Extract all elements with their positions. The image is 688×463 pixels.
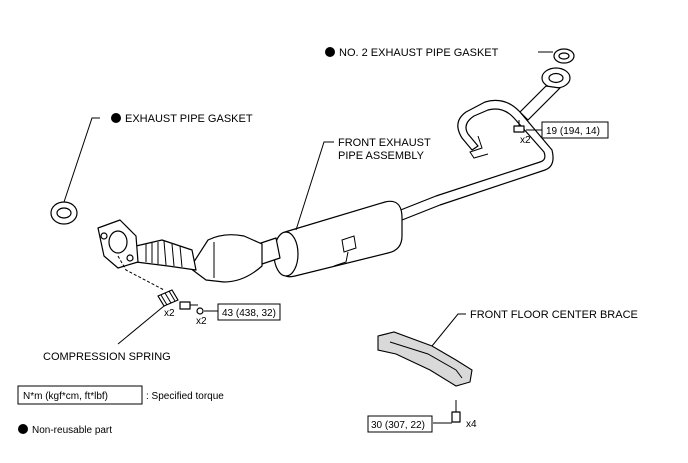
- rear-flange-hole: [548, 72, 564, 84]
- front-flange-hole: [108, 230, 128, 254]
- exhaust-pipe-gasket: [50, 201, 78, 225]
- compression-spring: [157, 289, 179, 307]
- leader-front-pipe: [295, 141, 334, 231]
- rear-hanger-bracket: [469, 135, 489, 159]
- label-front-floor-center-brace: FRONT FLOOR CENTER BRACE: [470, 309, 638, 321]
- label-no2-exhaust-pipe-gasket: NO. 2 EXHAUST PIPE GASKET: [339, 47, 499, 59]
- muffler-hanger: [333, 235, 357, 267]
- rear-flange-bolt: [513, 120, 525, 133]
- qty-spring-bolts: x2: [196, 316, 207, 327]
- front-floor-center-brace: [377, 331, 473, 387]
- no2-exhaust-pipe-gasket: [553, 48, 575, 64]
- legend-torque-unit: N*m (kgf*cm, ft*lbf): [23, 391, 108, 402]
- torque-box-spring: [217, 303, 281, 321]
- qty-brace-bolts: x4: [466, 419, 477, 430]
- torque-spring-bolts: 43 (438, 32): [222, 308, 276, 319]
- label-front-exhaust-pipe-2: PIPE ASSEMBLY: [338, 150, 425, 162]
- legend-torque-box: [17, 385, 143, 405]
- label-exhaust-pipe-gasket: EXHAUST PIPE GASKET: [125, 113, 253, 125]
- legend-torque-desc: : Specified torque: [146, 391, 224, 402]
- torque-box-rear: [541, 121, 609, 139]
- label-front-exhaust-pipe-1: FRONT EXHAUST: [338, 137, 431, 149]
- qty-rear-bolts: x2: [520, 135, 531, 146]
- catalytic-converter: [189, 234, 263, 283]
- qty-spring: x2: [164, 308, 175, 319]
- torque-box-brace: [367, 415, 433, 433]
- brace-bolt: [451, 400, 461, 423]
- label-compression-spring: COMPRESSION SPRING: [43, 351, 171, 363]
- leader-compression-spring: [117, 305, 165, 345]
- spring-bolt: [179, 301, 204, 315]
- legend-nonreusable: Non-reusable part: [32, 425, 112, 436]
- legend-nonreusable-dot: [18, 424, 28, 434]
- nonreusable-dot-exhaust-gasket: [111, 113, 121, 123]
- nonreusable-dot-no2-gasket: [325, 47, 335, 57]
- torque-rear-bolts: 19 (194, 14): [546, 126, 600, 137]
- rear-pipe-section: [392, 99, 554, 223]
- front-exhaust-pipe-assembly: [97, 67, 571, 283]
- flex-pipe-ribs: [145, 240, 183, 268]
- spring-guide-line: [117, 255, 165, 291]
- leader-floor-brace: [431, 313, 466, 347]
- front-flange-bolt-hole-2: [126, 254, 134, 262]
- rear-flange-neck: [519, 85, 561, 121]
- front-flex-pipe: [135, 239, 197, 271]
- front-flange-bolt-hole-1: [100, 232, 108, 240]
- leader-exhaust-gasket: [63, 117, 100, 203]
- torque-brace-bolts: 30 (307, 22): [371, 420, 425, 431]
